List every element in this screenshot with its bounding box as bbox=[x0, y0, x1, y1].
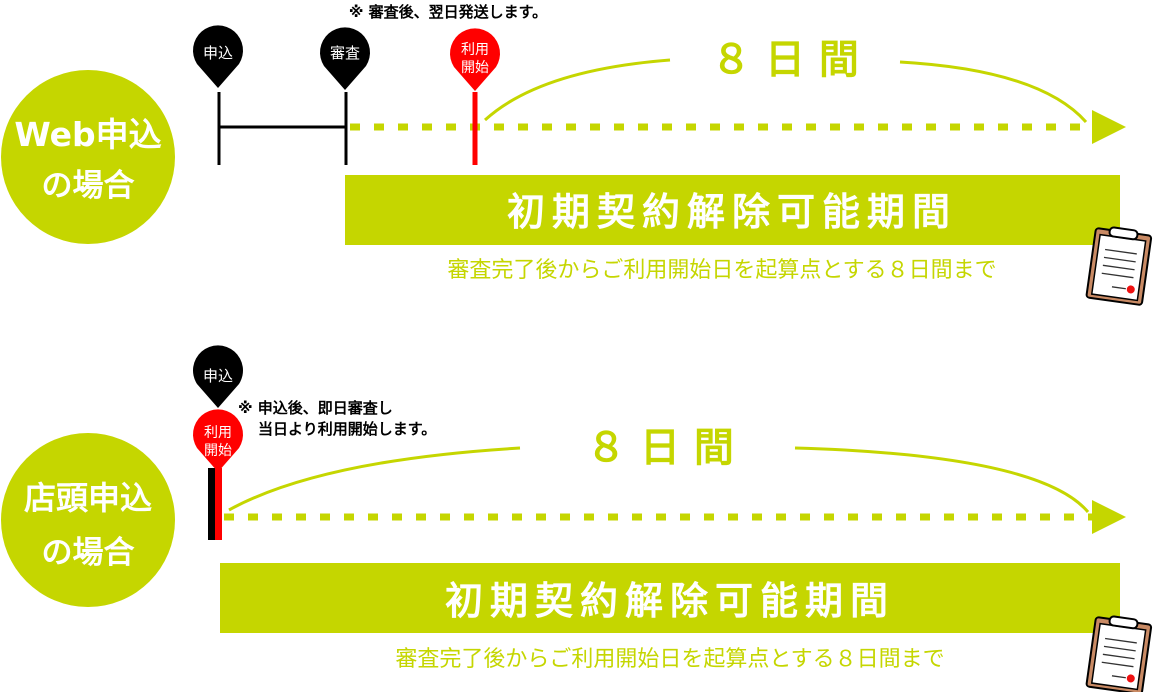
web-arc-left bbox=[483, 58, 671, 122]
pin-start-label-1: 利用 bbox=[461, 42, 489, 58]
store-pin-start-label-1: 利用 bbox=[204, 425, 232, 441]
store-apply-marker-line bbox=[208, 468, 215, 540]
pin-apply-label: 申込 bbox=[203, 44, 233, 62]
store-case-circle bbox=[1, 433, 175, 607]
store-period-bar-label: 初期契約解除可能期間 bbox=[445, 579, 895, 623]
web-period-bar bbox=[345, 175, 1120, 245]
store-circle-subtitle: の場合 bbox=[42, 535, 135, 571]
web-arc-right bbox=[899, 60, 1088, 123]
web-section: Web申込 の場合 ※ 審査後、翌日発送します。 申込 審査 利用 開始 ８ 日… bbox=[1, 3, 1153, 307]
web-case-circle bbox=[1, 70, 175, 244]
web-period-bar-label: 初期契約解除可能期間 bbox=[507, 190, 957, 234]
pin-review-label: 審査 bbox=[330, 44, 360, 62]
pin-start-label-2: 開始 bbox=[461, 60, 489, 76]
store-pin-start: 利用 開始 bbox=[192, 409, 243, 472]
store-section: 店頭申込 の場合 申込 ※ 申込後、即日審査し 当日より利用開始します。 利用 … bbox=[1, 345, 1153, 692]
store-arrow-head bbox=[1092, 500, 1126, 534]
store-period-bar bbox=[220, 563, 1120, 633]
web-period-sub-label: 審査完了後からご利用開始日を起算点とする８日間まで bbox=[447, 258, 996, 283]
store-note-1: ※ 申込後、即日審査し bbox=[238, 399, 393, 417]
clipboard-icon bbox=[1085, 224, 1153, 307]
web-circle-subtitle: の場合 bbox=[42, 168, 135, 204]
store-period-sub-label: 審査完了後からご利用開始日を起算点とする８日間まで bbox=[395, 647, 944, 672]
web-arrow-head bbox=[1092, 110, 1126, 144]
store-circle-title: 店頭申込 bbox=[24, 479, 152, 517]
store-start-marker-line bbox=[215, 468, 222, 540]
store-pin-apply: 申込 bbox=[192, 345, 243, 408]
pin-start: 利用 開始 bbox=[450, 28, 500, 92]
clipboard-icon bbox=[1085, 613, 1153, 692]
web-days-label: ８ 日 間 bbox=[711, 37, 859, 83]
store-days-label: ８ 日 間 bbox=[586, 425, 734, 471]
web-note: ※ 審査後、翌日発送します。 bbox=[349, 3, 547, 21]
pin-review: 審査 bbox=[319, 27, 370, 91]
store-note-2: 当日より利用開始します。 bbox=[258, 420, 436, 438]
store-pin-start-label-2: 開始 bbox=[204, 443, 232, 459]
store-arc-right bbox=[794, 446, 1090, 513]
store-arc-left bbox=[228, 446, 521, 512]
store-pin-apply-label: 申込 bbox=[203, 367, 233, 385]
web-circle-title: Web申込 bbox=[14, 115, 161, 154]
pin-apply: 申込 bbox=[193, 25, 243, 88]
